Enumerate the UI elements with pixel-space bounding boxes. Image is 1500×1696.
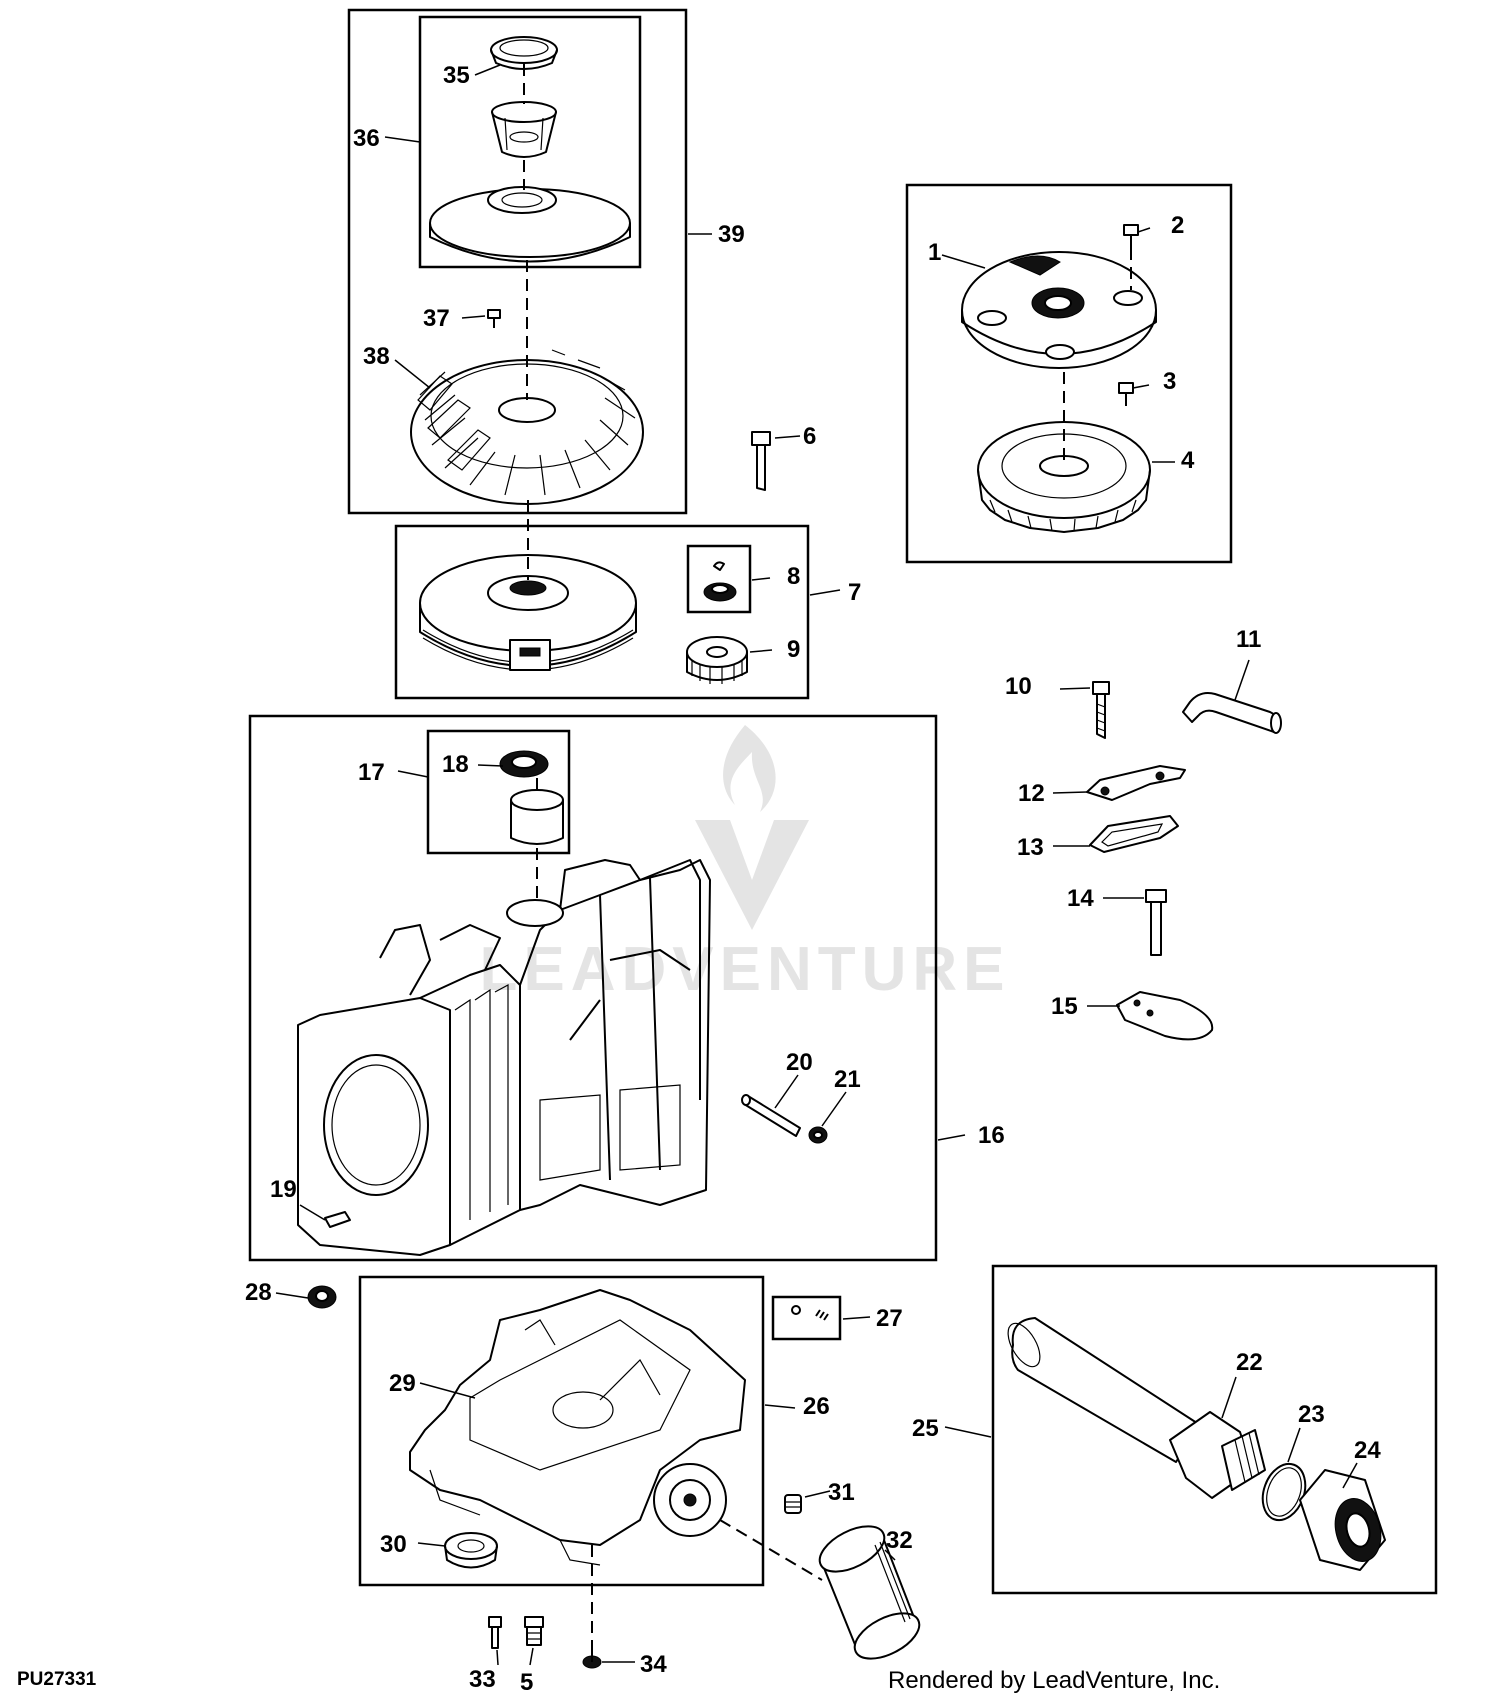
callout-32: 32 [886,1527,913,1554]
callout-14: 14 [1067,885,1094,912]
callout-37: 37 [423,305,450,332]
box-part-27 [771,1295,842,1341]
callout-2: 2 [1171,212,1184,239]
part-19-pin [324,1211,351,1228]
callout-29: 29 [389,1370,416,1397]
callout-9: 9 [787,636,800,663]
box-cylinder-block-16 [248,714,938,1262]
part-16-cylinder-block [297,859,711,1256]
callout-3: 3 [1163,368,1176,395]
part-33-bolt [488,1616,502,1649]
part-13-gasket [1089,815,1179,853]
callout-7: 7 [848,579,861,606]
part-15-baffle [1116,991,1214,1041]
credit-text: Rendered by LeadVenture, Inc. [888,1667,1220,1694]
callout-12: 12 [1018,780,1045,807]
box-part-8 [686,544,752,614]
part-27-ball-spring [791,1305,829,1321]
callout-30: 30 [380,1531,407,1558]
part-6-bolt [751,431,771,491]
part-22-fitting [1169,1411,1266,1499]
callout-20: 20 [786,1049,813,1076]
watermark-text: LEADVENTURE [479,935,1010,1004]
part-37-screw [487,309,501,328]
callout-5: 5 [520,1669,533,1696]
callout-39: 39 [718,221,745,248]
part-30-seal [444,1532,498,1569]
callout-18: 18 [442,751,469,778]
box-bushing-17 [426,729,571,855]
part-4-fan [977,421,1151,533]
callout-labels: 35 36 39 37 38 6 2 1 3 4 8 7 9 11 10 17 … [245,62,1381,1696]
part-7-flywheel [419,554,637,671]
callout-1: 1 [928,239,941,266]
part-12-plate [1086,765,1186,801]
callout-8: 8 [787,563,800,590]
watermark: LEADVENTURE [479,725,1010,1004]
part-21-nut [808,1126,828,1144]
part-17-bushing [510,789,564,845]
part-38-fan [410,349,644,505]
part-31-plug [784,1494,802,1514]
part-9-gear [686,636,748,684]
callout-34: 34 [640,1651,667,1678]
callout-21: 21 [834,1066,861,1093]
box-flywheel-assembly-39 [347,8,688,515]
callout-22: 22 [1236,1349,1263,1376]
part-36-screen [491,101,557,158]
part-36-screen-plate [429,186,631,263]
box-fan-kit-1 [905,183,1233,564]
callout-35: 35 [443,62,470,89]
part-28-nut [307,1285,337,1309]
callout-19: 19 [270,1176,297,1203]
callout-24: 24 [1354,1437,1381,1464]
part-24-cap [1299,1469,1386,1571]
figure-id: PU27331 [17,1669,97,1690]
box-dipstick-tube-25 [991,1264,1438,1595]
part-14-bolt [1145,889,1167,956]
callout-4: 4 [1181,447,1195,474]
part-34-screw [582,1650,602,1669]
callout-16: 16 [978,1122,1005,1149]
part-35-cap [490,36,558,70]
callout-25: 25 [912,1415,939,1442]
part-11-hose [1182,692,1282,734]
part-5-plug [524,1616,544,1646]
box-flywheel-7 [394,524,810,700]
box-oil-pan-26 [358,1275,765,1587]
callout-10: 10 [1005,673,1032,700]
callout-27: 27 [876,1305,903,1332]
callout-33: 33 [469,1666,496,1693]
callout-38: 38 [363,343,390,370]
callout-15: 15 [1051,993,1078,1020]
part-2-screw [1123,224,1139,248]
callout-23: 23 [1298,1401,1325,1428]
part-8-key [703,561,737,602]
part-10-bolt [1092,681,1110,739]
callout-13: 13 [1017,834,1044,861]
part-3-screw [1118,382,1134,406]
leader-lines [275,64,1358,1666]
callout-6: 6 [803,423,816,450]
callout-31: 31 [828,1479,855,1506]
callout-26: 26 [803,1393,830,1420]
part-1-fan-cover [961,251,1157,369]
part-32-oil-filter [818,1525,921,1660]
callout-11: 11 [1236,626,1261,653]
alignment-lines [523,64,1132,1650]
part-20-pin [741,1094,801,1137]
callout-28: 28 [245,1279,272,1306]
part-26-oil-pan [409,1289,746,1566]
callout-17: 17 [358,759,385,786]
callout-36: 36 [353,125,380,152]
part-18-seal [499,750,549,778]
